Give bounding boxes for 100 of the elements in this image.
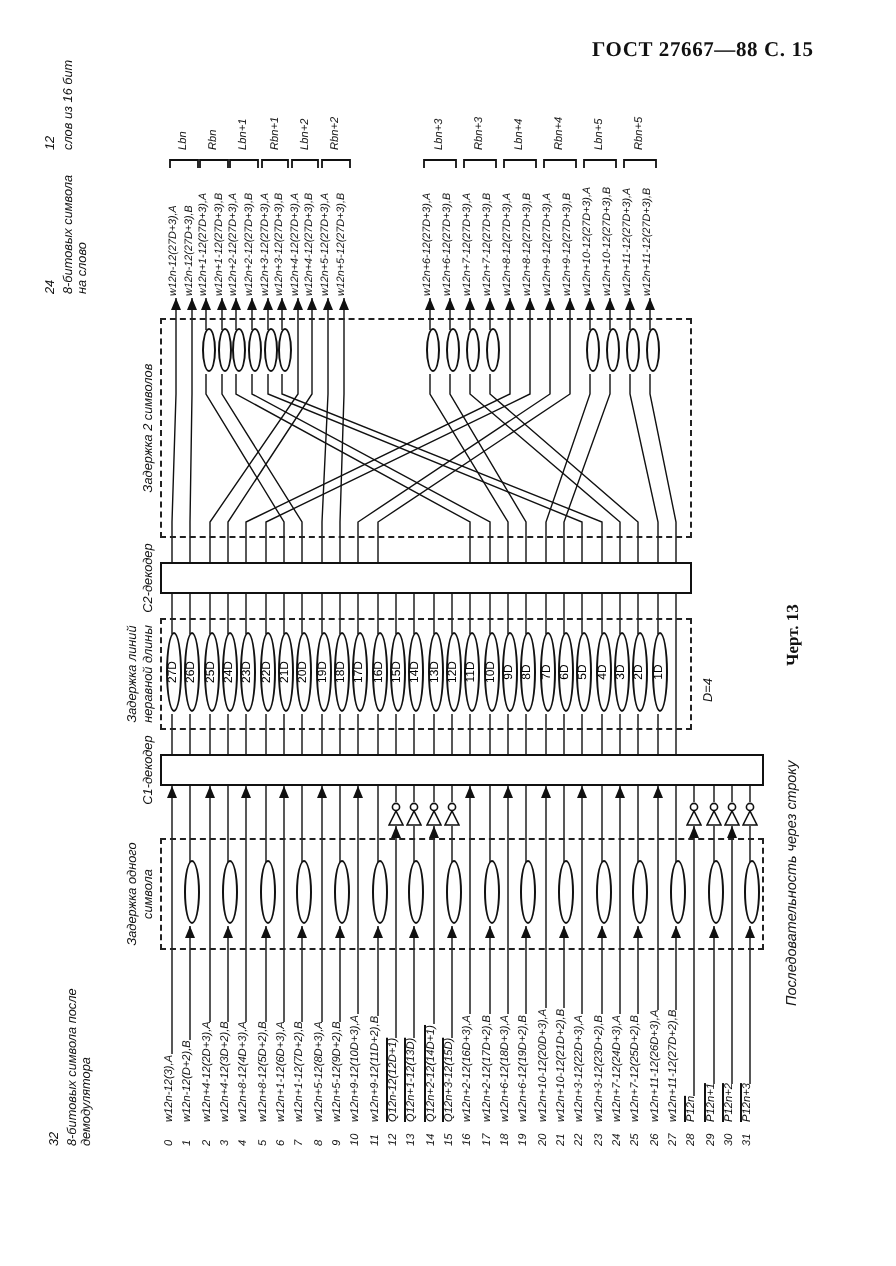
signal-line [373,925,383,1017]
inverter-symbol [406,802,422,826]
signal-line [413,825,415,863]
signal-line [525,713,527,755]
signal-line [709,925,719,1085]
signal-line [395,593,397,635]
signal-line [265,713,267,755]
delay-element [222,860,238,924]
signal-line [451,713,453,755]
signal-line [217,297,227,331]
signal-line [263,297,273,331]
signal-line [601,785,603,863]
signal-line [649,373,677,563]
page-header: ГОСТ 27667—88 С. 15 [592,40,814,62]
signal-line [521,925,531,1015]
delay-element [201,328,215,372]
inverter-symbol [444,802,460,826]
signal-line [605,297,615,331]
signal-line [205,785,215,1023]
signal-line [581,593,583,635]
signal-line [451,785,453,803]
delay-element [596,860,612,924]
delay-element [260,860,276,924]
signal-line [563,373,611,563]
signal-line [563,785,565,863]
delay-element [446,860,462,924]
signal-line [413,593,415,635]
signal-line [745,925,755,1085]
signal-line [227,713,229,755]
signal-line [675,785,677,863]
signal-line [297,925,307,1023]
inverter-symbol [742,802,758,826]
delay-element [296,860,312,924]
signal-line [245,713,247,755]
delay-element [485,328,499,372]
signal-line [749,785,751,803]
signal-line [357,297,555,563]
signal-line [615,785,625,1015]
signal-line [413,713,415,755]
signal-line [171,593,173,635]
delay-element [184,860,200,924]
signal-line [619,713,621,755]
delay-element [372,860,388,924]
signal-line [585,297,595,331]
signal-line [503,785,513,1015]
delay-element [247,328,261,372]
signal-line [469,593,471,635]
signal-line [391,825,401,1039]
signal-line [335,925,345,1023]
signal-line [377,297,575,563]
signal-line [301,713,303,755]
signal-line [429,373,509,563]
signal-line [489,373,639,563]
signal-line [693,785,695,803]
signal-line [279,785,289,1023]
signal-line [433,785,435,803]
signal-line [321,297,333,563]
delay-element [632,860,648,924]
signal-line [167,785,177,1055]
signal-line [265,593,267,635]
signal-line [223,925,233,1023]
signal-line [545,713,547,755]
signal-line [185,925,195,1041]
delay-element [708,860,724,924]
signal-line [205,373,285,563]
signal-line [357,593,359,635]
delay-element [670,860,686,924]
signal-line [713,785,715,803]
signal-line [489,593,491,635]
signal-line [445,297,455,331]
signal-line [633,925,643,1015]
figure-caption: Черт. 13 [782,604,802,666]
signal-line [395,713,397,755]
delay-element [625,328,639,372]
signal-line [377,593,379,635]
signal-line [317,785,327,1023]
signal-line [469,713,471,755]
signal-line [489,785,491,863]
signal-line [657,713,659,755]
signal-line [265,785,267,863]
signal-line [433,713,435,755]
signal-line [625,297,635,331]
signal-line [465,785,475,1015]
signal-line [507,713,509,755]
signal-line [301,593,303,635]
signal-line [449,373,527,563]
inverter-symbol [686,802,702,826]
signal-line [209,713,211,755]
signal-line [653,785,663,1011]
delay-element [263,328,277,372]
signal-line [619,593,621,635]
signal-line [227,297,317,563]
delay-element [558,860,574,924]
signal-line [321,713,323,755]
delay-element [645,328,659,372]
signal-line [189,785,191,863]
signal-line [209,297,303,563]
signal-line [675,593,677,755]
signal-line [563,593,565,635]
delay-element [334,860,350,924]
